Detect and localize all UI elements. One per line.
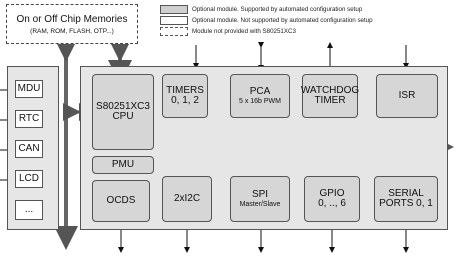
module-can-label: CAN [18, 142, 40, 154]
cpu-subtitle: CPU [112, 111, 134, 122]
spi-sub: Master/Slave [239, 200, 281, 208]
legend-text-white: Optional module. Not supported by automa… [192, 17, 373, 24]
gpio-title: GPIO [319, 187, 345, 199]
watchdog-title: WATCHDOG TIMER [300, 84, 360, 106]
ocds-label: OCDS [106, 194, 136, 206]
legend-row-grey: Optional module. Supported by automated … [160, 4, 450, 15]
legend-row-white: Optional module. Not supported by automa… [160, 15, 450, 26]
cpu-title: S80251XC3 [96, 100, 150, 112]
pmu-label: PMU [111, 158, 135, 170]
spi-block: SPI Master/Slave [230, 176, 290, 222]
memories-subtitle: (RAM, ROM, FLASH, OTP...) [30, 27, 114, 35]
module-rtc-label: RTC [18, 112, 40, 124]
timers-block: TIMERS 0, 1, 2 [162, 74, 208, 118]
legend: Optional module. Supported by automated … [160, 4, 450, 40]
module-mdu-label: MDU [17, 82, 41, 94]
pca-block: PCA 5 x 16b PWM [230, 74, 290, 118]
pmu-block: PMU [92, 156, 154, 174]
gpio-block: GPIO 0, .., 6 [304, 176, 360, 222]
module-can: CAN [15, 140, 43, 158]
isr-block: ISR [376, 74, 438, 118]
pca-title: PCA [249, 86, 271, 98]
gpio-sub: 0, .., 6 [318, 198, 346, 209]
pca-sub: 5 x 16b PWM [238, 97, 281, 105]
legend-swatch-dashed [160, 27, 188, 36]
legend-text-dashed: Module not provided with S80251XC3 [192, 28, 296, 35]
module-more: ... [15, 200, 43, 220]
timers-title: TIMERS [166, 84, 204, 96]
module-lcd-label: LCD [18, 172, 39, 184]
watchdog-block: WATCHDOG TIMER [300, 74, 360, 118]
memories-title: On or Off Chip Memories [16, 13, 128, 25]
legend-swatch-white [160, 16, 188, 25]
module-mdu: MDU [15, 80, 43, 98]
module-lcd: LCD [15, 170, 43, 188]
cpu-block: S80251XC3 CPU [92, 74, 154, 150]
module-more-label: ... [24, 203, 34, 215]
legend-text-grey: Optional module. Supported by automated … [192, 6, 363, 13]
legend-row-dashed: Module not provided with S80251XC3 [160, 26, 450, 37]
ocds-block: OCDS [92, 180, 150, 222]
serial-title: SERIAL PORTS 0, 1 [379, 187, 433, 209]
isr-title: ISR [398, 89, 416, 101]
i2c-block: 2xI2C [162, 176, 212, 222]
i2c-title: 2xI2C [173, 192, 201, 204]
memories-box: On or Off Chip Memories (RAM, ROM, FLASH… [6, 4, 138, 44]
serial-block: SERIAL PORTS 0, 1 [374, 176, 438, 222]
spi-title: SPI [251, 189, 269, 201]
legend-swatch-grey [160, 5, 188, 14]
module-rtc: RTC [15, 110, 43, 128]
timers-sub: 0, 1, 2 [171, 95, 199, 106]
